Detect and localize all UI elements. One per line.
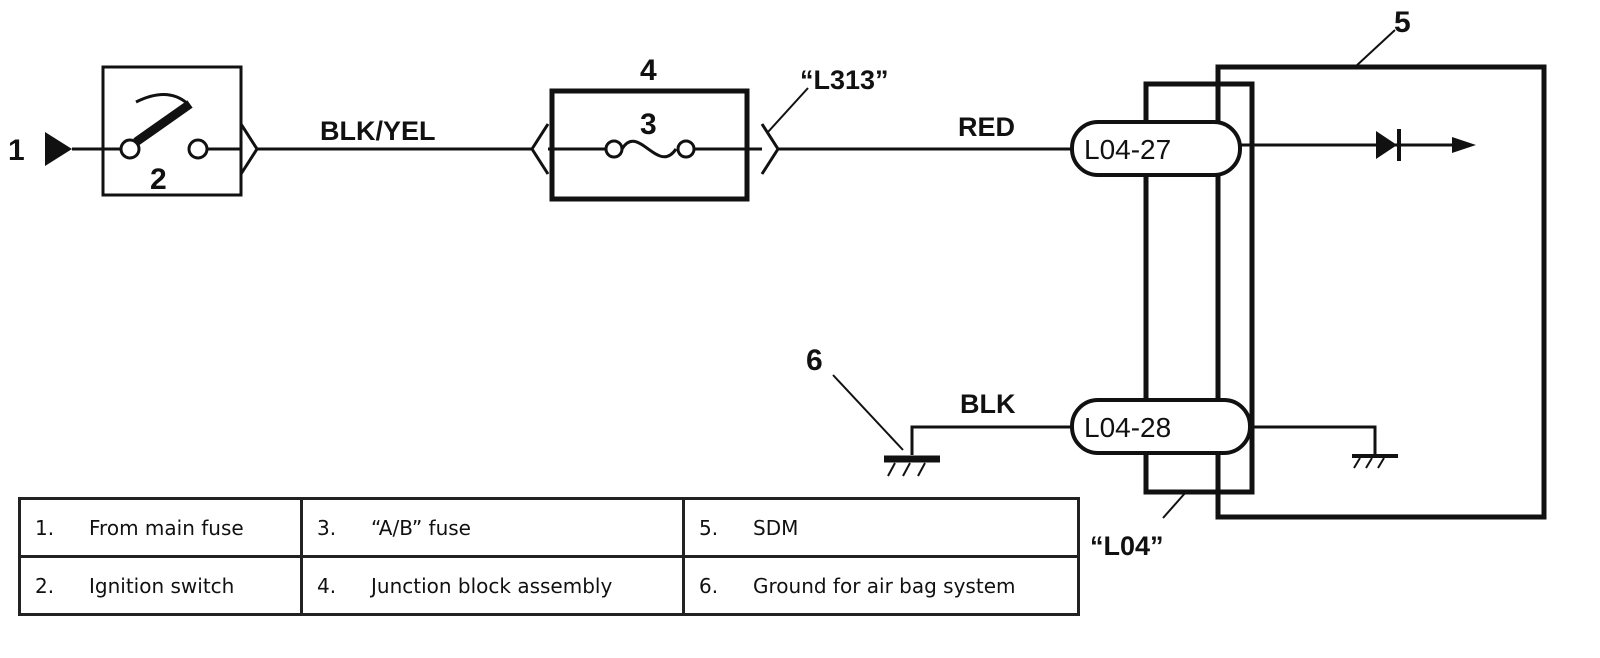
legend-text: From main fuse — [89, 515, 244, 540]
legend-text: Junction block assembly — [371, 573, 613, 598]
legend-number: 2. — [35, 573, 55, 598]
legend-table: 1. From main fuse 3. “A/B” fuse 5. SDM 2. Ig… — [18, 497, 1080, 616]
ground-icon — [832, 374, 940, 477]
legend-number: 6. — [699, 573, 719, 598]
legend-number: 5. — [699, 515, 719, 540]
legend-row: 1. From main fuse 3. “A/B” fuse 5. SDM — [18, 497, 1080, 558]
callout-2: 2 — [150, 163, 167, 196]
wire-label-blk-yel: BLK/YEL — [320, 116, 436, 146]
legend-row: 2. Ignition switch 4. Junction block assem… — [18, 555, 1080, 616]
l313-leader-line — [767, 87, 809, 133]
legend-text: Ground for air bag system — [753, 573, 1016, 598]
terminal-label-l04-28: L04-28 — [1084, 412, 1171, 443]
legend-cell: 2. Ignition switch — [18, 555, 303, 616]
ignition-switch-icon — [101, 65, 259, 197]
legend-cell: 3. “A/B” fuse — [300, 497, 685, 558]
callout-1: 1 — [8, 134, 25, 167]
sdm-internal-ground-icon — [1250, 425, 1398, 469]
legend-number: 4. — [317, 573, 337, 598]
legend-text: SDM — [753, 515, 799, 540]
sdm-box — [1215, 64, 1547, 520]
main-fuse-feed-icon — [45, 132, 120, 166]
wire-label-red: RED — [958, 112, 1015, 142]
callout-4: 4 — [640, 54, 657, 87]
wire-blk — [910, 425, 1072, 455]
diode-icon — [1240, 129, 1476, 161]
legend-cell: 6. Ground for air bag system — [682, 555, 1080, 616]
legend-cell: 5. SDM — [682, 497, 1080, 558]
terminal-l04-27 — [1070, 120, 1242, 177]
legend-text: “A/B” fuse — [371, 515, 471, 540]
callout-3: 3 — [640, 108, 657, 141]
terminal-label-l04-27: L04-27 — [1084, 134, 1171, 165]
sdm-leader-line — [1354, 29, 1396, 68]
junction-block-icon — [530, 88, 780, 202]
legend-number: 1. — [35, 515, 55, 540]
legend-number: 3. — [317, 515, 337, 540]
legend-cell: 4. Junction block assembly — [300, 555, 685, 616]
legend-cell: 1. From main fuse — [18, 497, 303, 558]
legend-text: Ignition switch — [89, 573, 235, 598]
l04-connector-body — [1143, 81, 1255, 495]
callout-5: 5 — [1394, 6, 1411, 39]
wire-label-blk: BLK — [960, 389, 1016, 419]
callout-6: 6 — [806, 344, 823, 377]
connector-tag-l313: “L313” — [800, 65, 889, 95]
l04-leader-line — [1162, 491, 1187, 519]
connector-tag-l04: “L04” — [1090, 531, 1164, 561]
